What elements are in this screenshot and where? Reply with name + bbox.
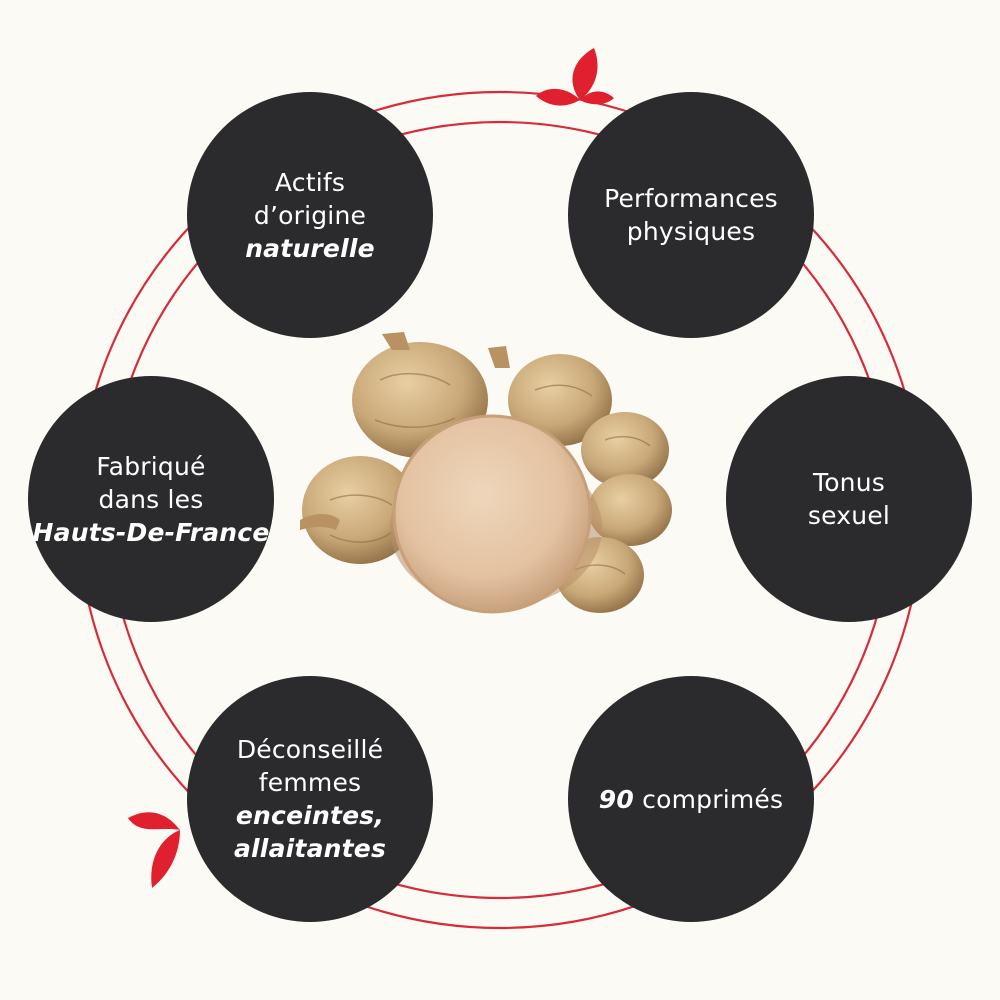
bubble-text-line: femmes <box>258 768 362 797</box>
bubble-text-emphasis: enceintes, <box>235 801 385 830</box>
bubble-natural-actives: Actifs d’origine naturelle <box>187 92 433 338</box>
bubble-text-emphasis: naturelle <box>245 233 375 263</box>
bubble-text-line: d’origine <box>253 200 367 230</box>
tablet-count-label: comprimés <box>642 784 784 814</box>
bubble-text-line: Fabriqué <box>96 451 206 481</box>
tablet-count-number: 90 <box>598 784 634 814</box>
bubble-text-line: Tonus <box>812 468 886 497</box>
leaf-icon-top <box>536 48 614 106</box>
bubble-tablet-count: 90 comprimés <box>568 676 814 922</box>
bubble-text-emphasis: Hauts-De-France <box>32 517 270 547</box>
bubble-text-line: dans les <box>98 484 204 514</box>
maca-root-and-tablet-illustration <box>300 332 672 614</box>
bubble-made-in-region: Fabriqué dans les Hauts-De-France <box>28 376 274 622</box>
bubble-physical-performance: Performances physiques <box>568 92 814 338</box>
bubble-text-line: physiques <box>626 217 756 246</box>
bubble-text-emphasis: allaitantes <box>233 834 387 863</box>
bubble-sexual-tone: Tonus sexuel <box>726 376 972 622</box>
bubble-text-line: Déconseillé <box>236 735 384 764</box>
bubble-text-line: Performances <box>604 184 778 213</box>
bubble-text-line: Actifs <box>274 167 346 197</box>
leaf-icon-bottom-left <box>128 812 180 888</box>
bubble-pregnancy-warning: Déconseillé femmes enceintes, allaitante… <box>187 676 433 922</box>
bubble-text-line: 90 comprimés <box>599 783 783 816</box>
bubble-text-line: sexuel <box>807 501 891 530</box>
